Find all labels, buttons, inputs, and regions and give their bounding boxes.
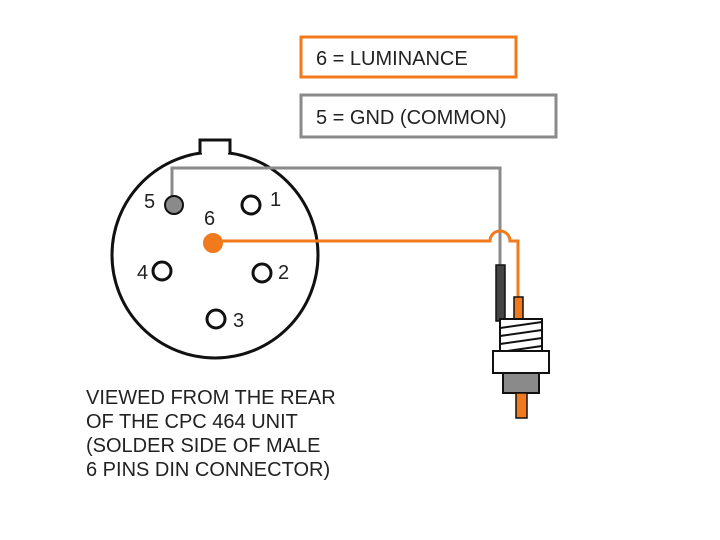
diagram-caption: VIEWED FROM THE REAR OF THE CPC 464 UNIT… [86, 386, 486, 482]
plug-center-pin [515, 392, 528, 419]
pin-6: 6 [203, 208, 223, 253]
luminance-wire [214, 229, 520, 298]
pin-2-label: 2 [278, 262, 289, 284]
legend-luminance-box [299, 35, 518, 79]
legend-luminance-text: 6 = LUMINANCE [316, 48, 468, 70]
legend-ground-box [299, 93, 558, 139]
pin-1-label: 1 [270, 189, 281, 211]
pin-4: 4 [137, 260, 173, 284]
caption-line-2: OF THE CPC 464 UNIT [86, 411, 298, 433]
legend-ground-text: 5 = GND (COMMON) [316, 107, 507, 129]
caption-line-3: (SOLDER SIDE OF MALE [86, 435, 321, 457]
pin-2-socket [251, 262, 273, 284]
caption-line-4: 6 PINS DIN CONNECTOR) [86, 459, 331, 481]
pin-6-label: 6 [204, 208, 215, 230]
pin-1: 1 [240, 189, 281, 216]
pin-5: 5 [144, 191, 184, 215]
pin-5-label: 5 [144, 191, 155, 213]
plug-body [502, 372, 540, 394]
pin-3-label: 3 [233, 310, 244, 332]
rca-plug [492, 264, 550, 419]
ground-wire [170, 166, 502, 265]
pin-3-socket [205, 308, 227, 330]
pin-4-label: 4 [137, 262, 148, 284]
legend-ground: 5 = GND (COMMON) [299, 93, 558, 139]
pin-6-socket [203, 233, 223, 253]
pin-4-socket [151, 260, 173, 282]
pin-5-socket [164, 195, 184, 215]
plug-collar [492, 350, 550, 374]
din-connector [110, 138, 320, 360]
ground-lead [495, 264, 506, 322]
caption-line-1: VIEWED FROM THE REAR [86, 387, 336, 409]
legend-luminance: 6 = LUMINANCE [299, 35, 518, 79]
pin-1-socket [240, 194, 262, 216]
pin-2: 2 [251, 262, 289, 284]
pin-3: 3 [205, 308, 244, 332]
